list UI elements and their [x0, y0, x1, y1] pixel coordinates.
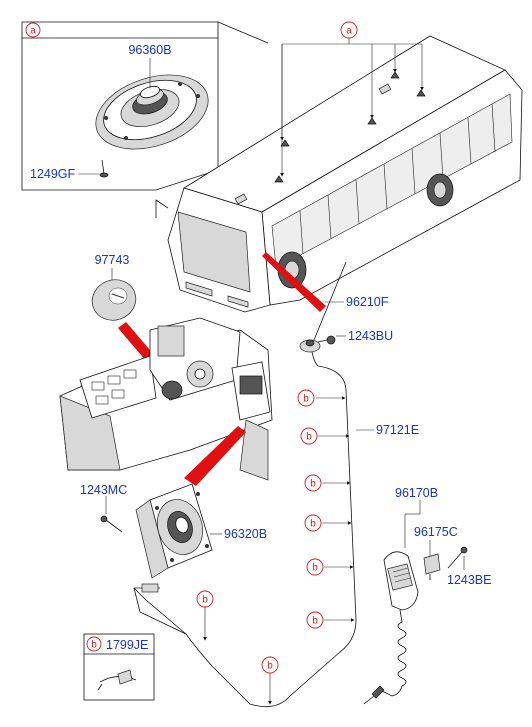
ref-marker-b-7: b	[196, 590, 214, 608]
svg-text:a: a	[346, 26, 352, 37]
label-96175c: 96175C	[414, 525, 458, 539]
bracket-96175c-drawing	[423, 553, 441, 580]
svg-text:b: b	[202, 595, 208, 606]
label-96210f: 96210F	[346, 295, 389, 309]
label-96360b: 96360B	[128, 43, 171, 57]
speaker-96360b-drawing	[95, 74, 209, 150]
svg-text:b: b	[303, 394, 309, 405]
red-pointer-speaker	[184, 426, 246, 486]
ref-marker-b-3: b	[304, 474, 322, 492]
label-1249gf: 1249GF	[30, 167, 76, 181]
microphone-96170b-drawing	[363, 551, 419, 705]
dashboard-drawing	[59, 317, 273, 481]
svg-text:b: b	[310, 519, 316, 530]
label-1243bu: 1243BU	[348, 329, 393, 343]
bolt-1243be-drawing	[447, 546, 468, 569]
label-96320b: 96320B	[224, 527, 267, 541]
svg-text:b: b	[306, 432, 312, 443]
ref-marker-b-5: b	[306, 558, 324, 576]
ref-marker-b-4: b	[304, 514, 322, 532]
cover-97743-drawing	[91, 279, 137, 321]
screw-1249gf-drawing	[99, 159, 109, 178]
svg-text:b: b	[312, 563, 318, 574]
antenna-96210f-drawing	[299, 261, 347, 367]
clip-1799je-drawing	[97, 669, 137, 691]
ref-marker-b-1: b	[297, 389, 315, 407]
label-96170b: 96170B	[395, 486, 438, 500]
ref-a-leaders	[280, 38, 424, 177]
red-pointer-antenna	[262, 252, 326, 312]
svg-text:b: b	[310, 479, 316, 490]
ref-marker-b-2: b	[300, 427, 318, 445]
ref-marker-b-8: b	[261, 656, 279, 674]
ref-marker-b-box: b	[86, 636, 102, 652]
label-97121e: 97121E	[376, 423, 419, 437]
svg-text:a: a	[30, 26, 36, 37]
svg-text:b: b	[312, 616, 318, 627]
speaker-96320b-drawing	[135, 483, 213, 579]
svg-text:b: b	[267, 661, 273, 672]
label-1243mc: 1243MC	[80, 483, 127, 497]
label-1243be: 1243BE	[447, 573, 491, 587]
ref-b-markers	[203, 396, 355, 705]
ref-marker-b-6: b	[306, 611, 324, 629]
screw-1243mc-drawing	[100, 515, 123, 533]
bus-drawing	[155, 35, 523, 313]
label-1799je: 1799JE	[106, 638, 148, 652]
cable-97121e-drawing	[133, 365, 357, 708]
bolt-1243bu-drawing	[317, 335, 336, 345]
detail-box-b	[83, 633, 155, 701]
ref-marker-a-box: a	[25, 22, 41, 38]
label-97743: 97743	[95, 253, 130, 267]
svg-text:b: b	[91, 640, 97, 651]
ref-marker-a-bus: a	[340, 21, 358, 39]
